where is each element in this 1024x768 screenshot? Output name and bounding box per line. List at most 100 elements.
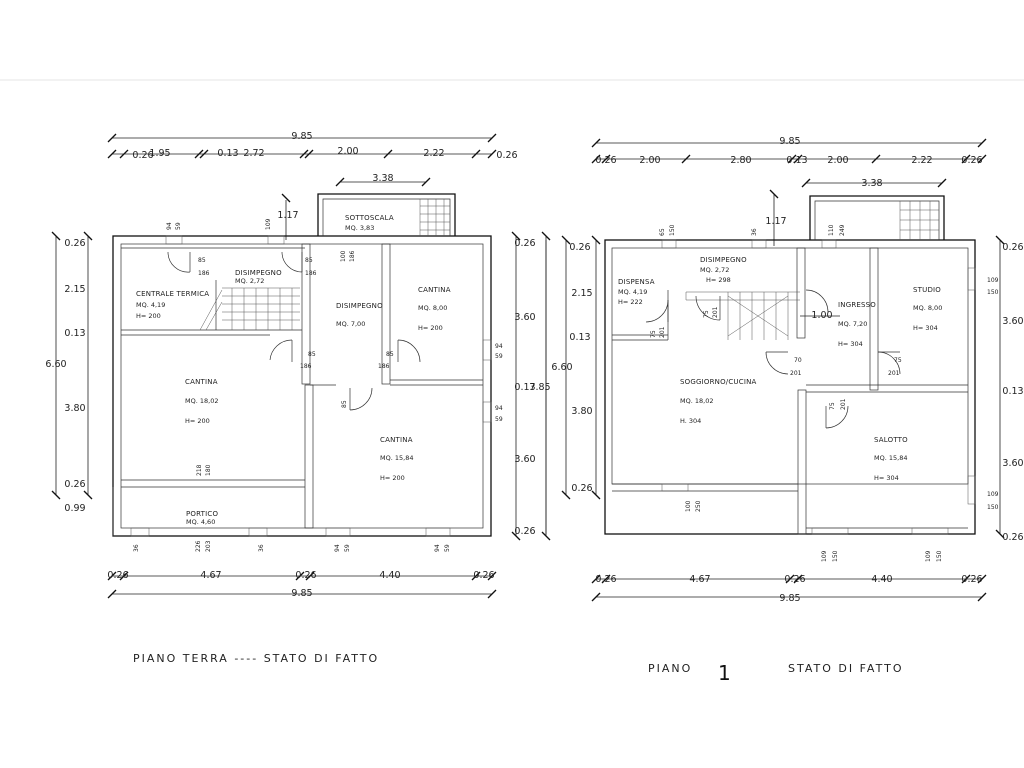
room-height: H= 304 bbox=[838, 340, 863, 348]
ground-right-seg: 0.26 bbox=[514, 526, 535, 537]
ground-interior-walls bbox=[121, 243, 483, 529]
room-area: MQ. 18,02 bbox=[185, 397, 218, 405]
room-name: DISPENSA bbox=[618, 278, 655, 286]
opening-label: 186 bbox=[305, 270, 317, 277]
first-bottom-seg: 4.40 bbox=[871, 574, 892, 585]
room-area: MQ. 15,84 bbox=[874, 454, 907, 462]
ground-stair-label: 1.17 bbox=[277, 210, 298, 221]
first-left-total: 6.60 bbox=[551, 362, 572, 373]
first-bottom-dimensions: 0.26 4.67 0.26 4.40 0.26 9.85 bbox=[591, 574, 987, 604]
opening-label: 186 bbox=[378, 363, 390, 370]
opening-label: 249 bbox=[839, 224, 846, 236]
room-area: MQ. 3,83 bbox=[345, 224, 374, 232]
room-height: H= 304 bbox=[874, 474, 899, 482]
room-area: MQ. 4,19 bbox=[136, 301, 165, 309]
first-bottom-seg: 0.26 bbox=[595, 574, 616, 585]
opening-label: 109 bbox=[925, 550, 932, 562]
opening-label: 180 bbox=[205, 464, 212, 476]
first-left-dimensions: 6.60 0.26 2.15 0.13 3.80 0.26 bbox=[545, 235, 601, 534]
ground-bottom-total: 9.85 bbox=[291, 588, 312, 599]
room-area: MQ. 7,00 bbox=[336, 320, 365, 328]
opening-label: 109 bbox=[821, 550, 828, 562]
opening-label: 218 bbox=[196, 464, 203, 476]
opening-label: 201 bbox=[659, 326, 666, 338]
room-name: DISIMPEGNO bbox=[336, 302, 383, 310]
room-area: MQ. 4,19 bbox=[618, 288, 647, 296]
opening-label: 110 bbox=[828, 224, 835, 236]
first-caption-right: STATO DI FATTO bbox=[788, 662, 904, 675]
opening-label: 226 bbox=[195, 540, 202, 552]
opening-label: 70 bbox=[794, 357, 802, 364]
opening-label: 94 bbox=[495, 405, 503, 412]
first-stair-label: 1.17 bbox=[765, 216, 786, 227]
opening-label: 94 bbox=[334, 544, 341, 552]
opening-label: 59 bbox=[175, 222, 182, 230]
room-area: MQ. 7,20 bbox=[838, 320, 867, 328]
ground-caption: PIANO TERRA ---- STATO DI FATTO bbox=[133, 652, 379, 665]
opening-label: 85 bbox=[341, 400, 348, 408]
opening-label: 85 bbox=[198, 257, 206, 264]
first-right-seg: 3.60 bbox=[1002, 458, 1023, 469]
room-name: STUDIO bbox=[913, 286, 941, 294]
first-right-dimensions: 0.26 3.60 0.13 3.60 0.26 bbox=[995, 235, 1024, 543]
opening-label: 85 bbox=[386, 351, 394, 358]
opening-label: 94 bbox=[495, 343, 503, 350]
first-top-seg: 2.00 bbox=[639, 155, 660, 166]
opening-label: 150 bbox=[669, 224, 676, 236]
opening-label: 75 bbox=[894, 357, 902, 364]
first-top-dimension: 9.85 0.26 2.00 2.80 0.13 2.00 2.22 0.26 … bbox=[591, 136, 987, 246]
ground-top-dimension: 9.85 0.26 1.95 0.13 2.72 2.00 2.22 0.26 … bbox=[107, 131, 518, 240]
ground-left-dimensions: 6.60 0.26 2.15 0.13 3.80 0.26 0.99 bbox=[45, 231, 93, 514]
first-inner-dimension: 1.00 bbox=[800, 310, 840, 321]
first-right-seg: 0.13 bbox=[1002, 386, 1023, 397]
first-right-seg: 0.26 bbox=[1002, 532, 1023, 543]
first-bottom-total: 9.85 bbox=[779, 593, 800, 604]
first-top-seg: 0.26 bbox=[595, 155, 616, 166]
ground-top-seg: 0.26 bbox=[496, 150, 517, 161]
first-opening-labels: 65 150 36 110 249 109 150 75 201 75 201 … bbox=[650, 224, 999, 562]
ground-left-seg: 0.26 bbox=[64, 238, 85, 249]
first-right-seg: 3.60 bbox=[1002, 316, 1023, 327]
opening-label: 59 bbox=[495, 353, 503, 360]
opening-label: 100 bbox=[685, 500, 692, 512]
opening-label: 201 bbox=[840, 398, 847, 410]
room-area: MQ. 4,60 bbox=[186, 518, 215, 526]
room-name: SOGGIORNO/CUCINA bbox=[680, 378, 757, 386]
room-height: H. 304 bbox=[680, 417, 701, 425]
opening-label: 75 bbox=[703, 310, 710, 318]
opening-label: 94 bbox=[166, 222, 173, 230]
opening-label: 186 bbox=[300, 363, 312, 370]
opening-label: 65 bbox=[659, 228, 666, 236]
opening-label: 94 bbox=[434, 544, 441, 552]
room-name: CANTINA bbox=[380, 436, 413, 444]
first-right-seg: 0.26 bbox=[1002, 242, 1023, 253]
opening-label: 75 bbox=[829, 402, 836, 410]
opening-label: 59 bbox=[495, 416, 503, 423]
room-height: H= 304 bbox=[913, 324, 938, 332]
room-height: H= 298 bbox=[706, 276, 731, 284]
room-area: MQ. 15,84 bbox=[380, 454, 413, 462]
room-height: H= 200 bbox=[185, 417, 210, 425]
first-top-seg: 0.13 bbox=[786, 155, 807, 166]
ground-top-seg: 2.22 bbox=[423, 148, 444, 159]
opening-label: 201 bbox=[888, 370, 900, 377]
ground-top-seg: 1.95 bbox=[149, 148, 170, 159]
opening-label: 109 bbox=[987, 491, 999, 498]
opening-label: 36 bbox=[751, 228, 758, 236]
room-name: INGRESSO bbox=[838, 301, 876, 309]
ground-right-total: 7.85 bbox=[529, 382, 550, 393]
opening-label: 100 bbox=[340, 250, 347, 262]
first-left-seg: 0.26 bbox=[571, 483, 592, 494]
first-caption-number: 1 bbox=[718, 661, 731, 685]
ground-opening-labels: 94 59 109 85 186 85 186 100 186 85 186 8… bbox=[133, 218, 503, 552]
first-inner-dim: 1.00 bbox=[811, 310, 832, 321]
first-top-seg: 2.00 bbox=[827, 155, 848, 166]
ground-top-seg: 2.72 bbox=[243, 148, 264, 159]
first-windows bbox=[661, 239, 976, 535]
room-name: DISIMPEGNO bbox=[700, 256, 747, 264]
opening-label: 186 bbox=[198, 270, 210, 277]
room-area: MQ. 8,00 bbox=[418, 304, 447, 312]
opening-label: 201 bbox=[790, 370, 802, 377]
first-bottom-seg: 0.26 bbox=[961, 574, 982, 585]
